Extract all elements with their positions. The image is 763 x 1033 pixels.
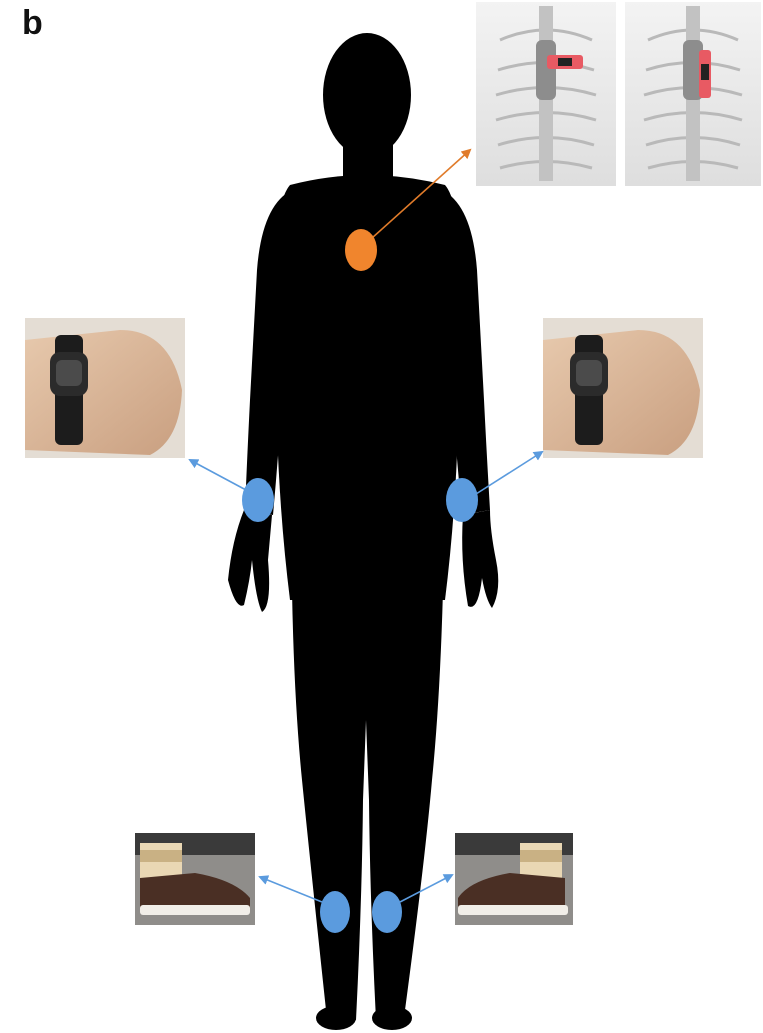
left-wrist-watch-photo: [543, 318, 703, 458]
left-wrist-sensor-marker: [446, 478, 478, 522]
right-ankle-sensor-marker: [320, 891, 350, 933]
right-ankle-shoe-photo: [135, 833, 255, 925]
left-ankle-sensor-marker: [372, 891, 402, 933]
right-wrist-arrow: [190, 460, 246, 490]
left-ankle-shoe-photo: [455, 833, 573, 925]
right-wrist-watch-photo: [25, 318, 185, 458]
right-wrist-sensor-marker: [242, 478, 274, 522]
chest-sensor-marker: [345, 229, 377, 271]
chest-sensor-xray-photo-1: [476, 2, 616, 186]
chest-sensor-xray-photo-2: [625, 2, 761, 186]
